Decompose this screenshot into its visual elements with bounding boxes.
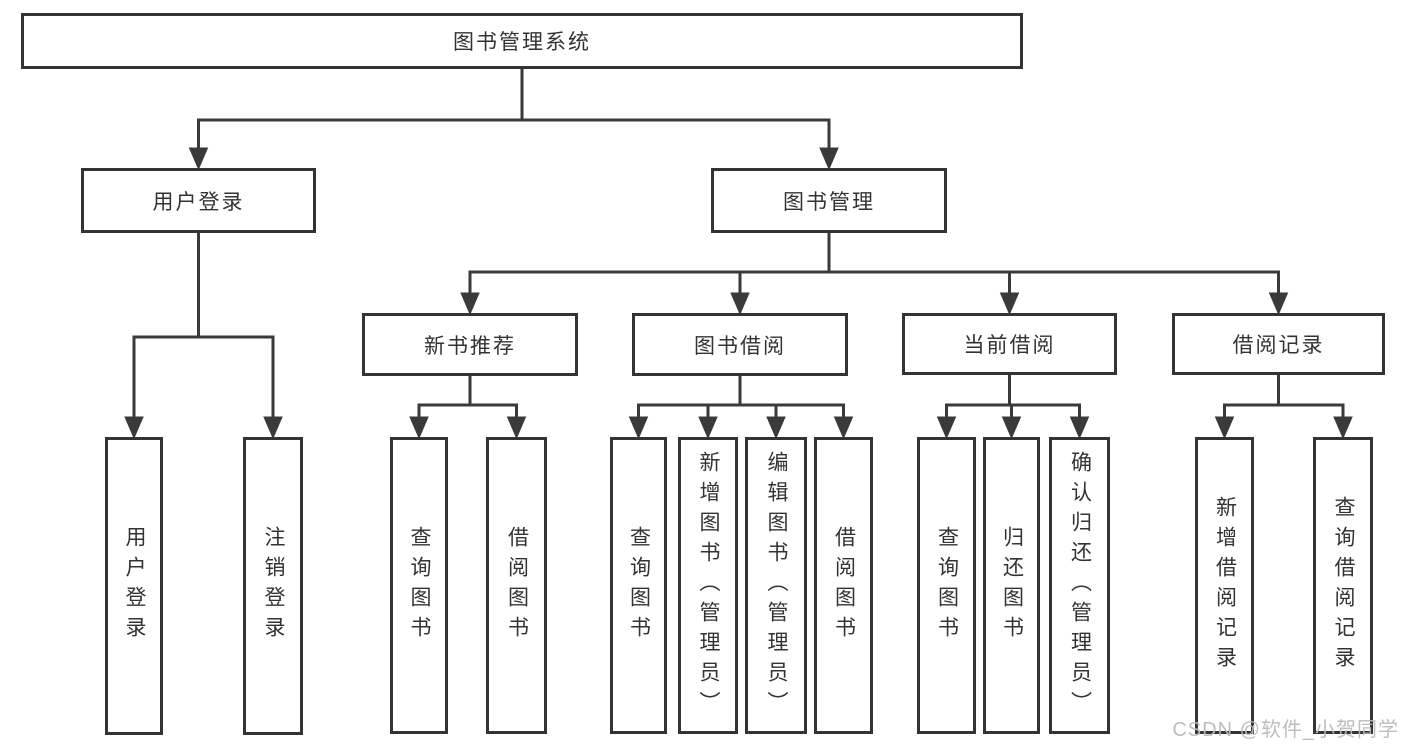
node-leaf-borrow-2: 借阅图书 — [814, 437, 873, 734]
node-label-leaf-add-book: 新增图书（管理员） — [697, 450, 720, 721]
node-leaf-add-book: 新增图书（管理员） — [678, 437, 738, 734]
arrowhead-icon — [1214, 416, 1235, 440]
node-root: 图书管理系统 — [21, 13, 1023, 69]
arrowhead-icon — [460, 292, 480, 316]
node-label-current: 当前借阅 — [963, 334, 1056, 357]
arrowhead-icon — [263, 416, 283, 440]
arrowhead-icon — [188, 147, 209, 171]
arrowhead-icon — [1001, 416, 1022, 440]
node-label-bookborrow: 图书借阅 — [694, 334, 786, 358]
node-label-root: 图书管理系统 — [453, 31, 591, 54]
node-label-leaf-add-record: 新增借阅记录 — [1213, 495, 1237, 676]
node-newbook: 新书推荐 — [362, 313, 578, 376]
arrowhead-icon — [506, 416, 527, 440]
node-mgmt: 图书管理 — [711, 168, 947, 233]
node-label-leaf-query-record: 查询借阅记录 — [1332, 495, 1355, 676]
node-current: 当前借阅 — [902, 313, 1117, 375]
node-label-leaf-query-2: 查询图书 — [627, 525, 651, 646]
node-leaf-borrow-1: 借阅图书 — [486, 437, 547, 734]
arrowhead-icon — [628, 416, 649, 440]
arrowhead-icon — [124, 416, 144, 440]
node-label-leaf-edit-book: 编辑图书（管理员） — [765, 450, 788, 721]
node-leaf-edit-book: 编辑图书（管理员） — [745, 437, 807, 734]
node-label-leaf-query-3: 查询图书 — [935, 525, 959, 646]
arrowhead-icon — [833, 416, 854, 440]
csdn-watermark: CSDN @软件_小贺同学 — [1172, 719, 1399, 741]
node-leaf-add-record: 新增借阅记录 — [1195, 437, 1254, 734]
node-label-leaf-confirm: 确认归还（管理员） — [1068, 450, 1092, 721]
arrowhead-icon — [1333, 416, 1353, 440]
node-label-leaf-logout: 注销登录 — [262, 526, 285, 646]
node-leaf-return: 归还图书 — [983, 437, 1040, 734]
node-login: 用户登录 — [81, 168, 316, 233]
node-leaf-user-login: 用户登录 — [105, 437, 163, 735]
node-label-login: 用户登录 — [152, 190, 245, 214]
arrowhead-icon — [409, 416, 429, 440]
arrowhead-icon — [1268, 292, 1289, 316]
node-records: 借阅记录 — [1172, 313, 1385, 375]
node-label-leaf-borrow-1: 借阅图书 — [505, 525, 529, 646]
node-leaf-query-record: 查询借阅记录 — [1313, 437, 1373, 734]
arrowhead-icon — [819, 147, 839, 171]
arrowhead-icon — [730, 292, 750, 316]
arrowhead-icon — [999, 292, 1020, 316]
node-label-newbook: 新书推荐 — [424, 334, 516, 358]
node-label-leaf-query-1: 查询图书 — [408, 525, 431, 646]
node-leaf-confirm: 确认归还（管理员） — [1049, 437, 1110, 734]
node-leaf-query-2: 查询图书 — [610, 437, 667, 734]
node-leaf-query-3: 查询图书 — [917, 437, 976, 734]
node-leaf-logout: 注销登录 — [243, 437, 303, 735]
arrowhead-icon — [698, 416, 718, 440]
node-label-leaf-user-login: 用户登录 — [123, 526, 146, 646]
node-label-records: 借阅记录 — [1232, 334, 1325, 357]
node-bookborrow: 图书借阅 — [632, 313, 848, 376]
node-label-leaf-return: 归还图书 — [1000, 525, 1024, 646]
node-label-mgmt: 图书管理 — [783, 190, 875, 214]
arrowhead-icon — [766, 416, 786, 440]
arrowhead-icon — [936, 416, 957, 440]
node-label-leaf-borrow-2: 借阅图书 — [832, 525, 856, 646]
arrowhead-icon — [1069, 416, 1090, 440]
node-leaf-query-1: 查询图书 — [390, 437, 448, 734]
